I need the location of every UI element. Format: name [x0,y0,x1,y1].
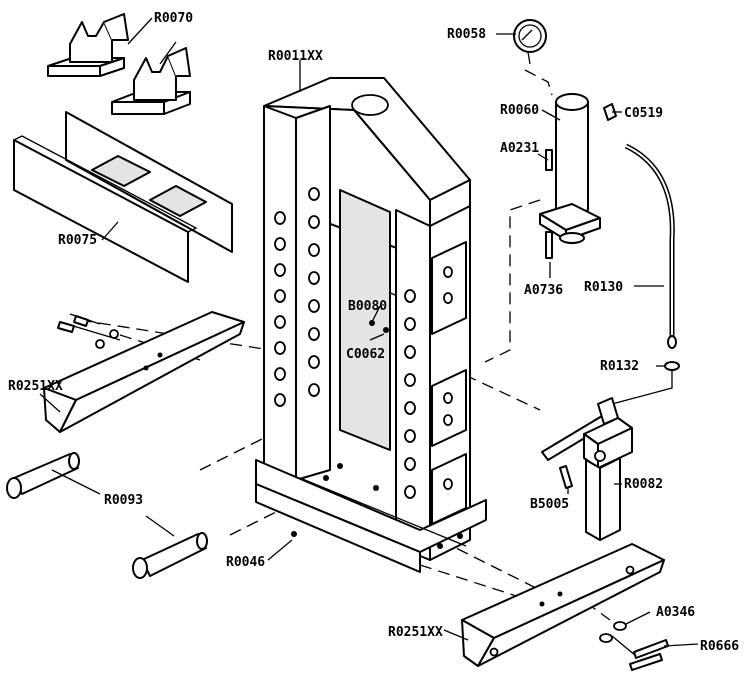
foot-bolts-left [57,315,119,349]
label-fitting: C0519 [624,106,663,121]
label-pump-bolt: B5005 [530,497,569,512]
label-pump: R0082 [624,477,663,492]
press-frame [255,77,487,573]
label-pin-clip: C0062 [346,347,385,362]
frame-pins [291,320,463,549]
label-cylinder-screw: A0231 [500,141,539,156]
label-frame: R0011XX [268,49,323,64]
cylinder-screw [545,149,553,171]
press-plates [13,111,233,283]
v-block-1 [47,13,129,77]
label-hose: R0130 [584,280,623,295]
leader-lines [39,17,699,647]
frame-holes-right [404,266,453,499]
label-gauge: R0058 [447,27,486,42]
support-pin-1 [6,452,80,499]
label-foot-right: R0251XX [388,625,443,640]
foot-right [461,543,665,667]
label-support-pin: R0093 [104,493,143,508]
pressure-gauge [513,19,547,65]
support-pin-2 [132,532,208,579]
label-hose-washer: R0132 [600,359,639,374]
pump-bolt [559,465,573,489]
label-press-plates: R0075 [58,233,97,248]
frame-holes-left [274,187,320,407]
foot-hardware-right [599,621,669,671]
fitting [603,103,617,121]
v-block-2 [111,47,191,115]
label-pin-top: B0080 [348,299,387,314]
label-foot-bolt: R0666 [700,639,739,654]
label-frame-bolt: R0046 [226,555,265,570]
label-v-blocks: R0070 [154,11,193,26]
cylinder-bolt [545,231,553,259]
hand-pump [541,397,633,541]
hydraulic-cylinder [539,93,601,244]
label-washer: A0346 [656,605,695,620]
foot-left [43,311,245,433]
label-foot-left: R0251XX [8,379,63,394]
label-cylinder: R0060 [500,103,539,118]
label-cylinder-bolt: A0736 [524,283,563,298]
hydraulic-hose [611,143,680,405]
part-labels: R0070 R0011XX R0058 R0060 C0519 A0231 A0… [8,11,739,654]
